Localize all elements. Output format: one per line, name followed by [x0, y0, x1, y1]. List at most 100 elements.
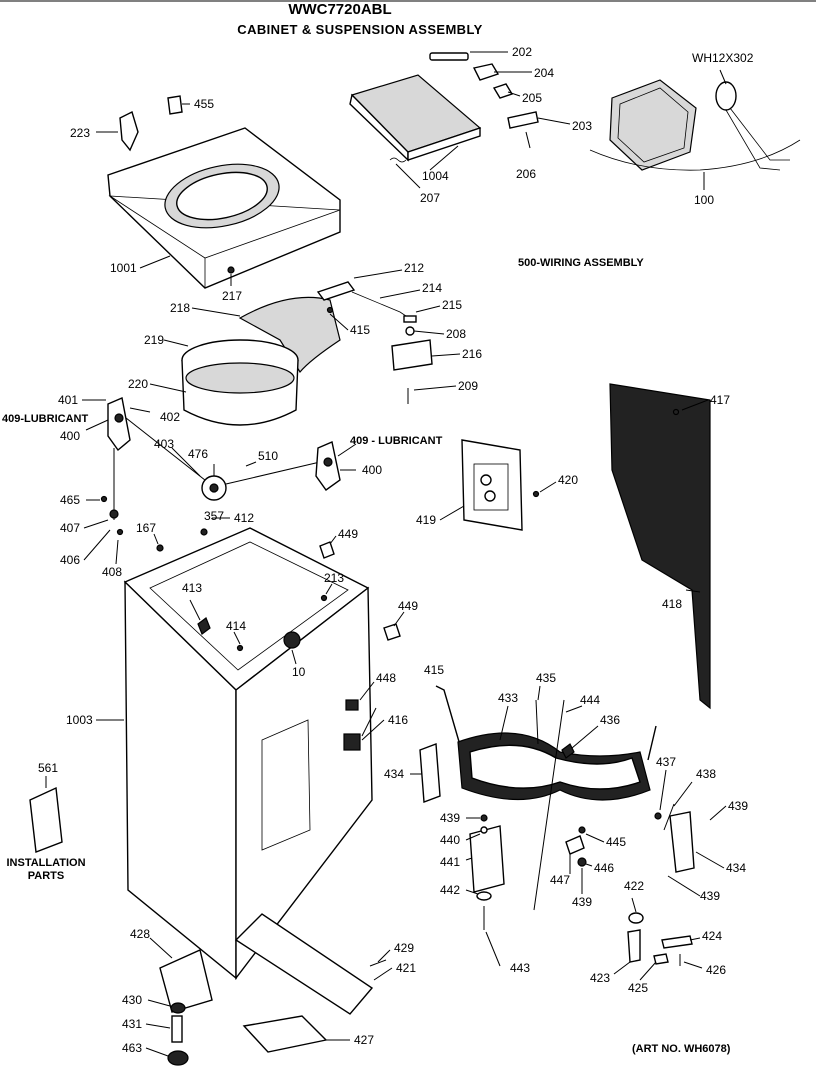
part-label: 207 [420, 191, 440, 205]
part-label: 439 [700, 889, 720, 903]
part-label: 206 [516, 167, 536, 181]
tub-cover-218 [238, 296, 341, 374]
part-label: 420 [558, 473, 578, 487]
part-label: 429 [394, 941, 414, 955]
part-label: 419 [416, 513, 436, 527]
bolt-435 [535, 699, 539, 745]
part-label: 465 [60, 493, 80, 507]
cabinet-top-1001 [107, 127, 341, 289]
part-label: 445 [606, 835, 626, 849]
part-label: 357 [204, 509, 224, 523]
part-label: 205 [522, 91, 542, 105]
lubricant-label-right: 409 - LUBRICANT [350, 435, 443, 447]
part-label: 424 [702, 929, 722, 943]
suspension-arm-left-400 [107, 397, 131, 452]
part-label: 217 [222, 289, 242, 303]
cable-right [225, 461, 321, 485]
part-label: 219 [144, 333, 164, 347]
wiring-assembly-note: 500-WIRING ASSEMBLY [518, 257, 644, 269]
part-label: 10 [292, 665, 306, 679]
part-label: 433 [498, 691, 518, 705]
plate-441 [469, 825, 505, 893]
washer-208 [405, 326, 415, 336]
part-label: 436 [600, 713, 620, 727]
part-label: 412 [234, 511, 254, 525]
part-label: 422 [624, 879, 644, 893]
part-label: 220 [128, 377, 148, 391]
screw-357 [200, 528, 208, 536]
clip-449-bottom [383, 623, 401, 641]
clip-448 [345, 699, 359, 711]
part-label: 406 [60, 553, 80, 567]
rod-214 [351, 291, 413, 321]
screw-408 [116, 528, 124, 536]
spring-438 [663, 803, 675, 831]
lid-1004 [349, 74, 482, 162]
part-label: 402 [160, 410, 180, 424]
part-label: 223 [70, 126, 90, 140]
bracket-447 [565, 835, 585, 855]
clip-465 [100, 495, 108, 503]
part-label: 435 [536, 671, 556, 685]
part-label: 209 [458, 379, 478, 393]
lid-switch-203 [507, 111, 539, 129]
rod-444 [533, 699, 565, 911]
part-label: 413 [182, 581, 202, 595]
nut-415 [326, 306, 334, 314]
part-label: 400 [60, 429, 80, 443]
screw-414 [236, 644, 244, 652]
clip-436 [561, 743, 575, 759]
part-label: 431 [122, 1017, 142, 1031]
installation-parts-label: PARTS [28, 870, 64, 882]
screw-213 [320, 594, 328, 602]
part-label: 441 [440, 855, 460, 869]
clip-455 [167, 95, 183, 115]
leg-bracket-434-right [669, 811, 695, 873]
base-plate-427 [242, 1015, 328, 1053]
part-label: 442 [440, 883, 460, 897]
part-label: 463 [122, 1041, 142, 1055]
installation-parts-label: INSTALLATION [6, 857, 85, 869]
part-label: 430 [122, 993, 142, 1007]
part-label: 400 [362, 463, 382, 477]
part-label: 446 [594, 861, 614, 875]
part-label: 444 [580, 693, 600, 707]
lubricant-label-left: 409-LUBRICANT [2, 413, 88, 425]
part-label: 216 [462, 347, 482, 361]
part-label: 416 [388, 713, 408, 727]
cabinet-1003 [123, 527, 373, 981]
washer-442 [476, 891, 492, 901]
part-label: 1003 [66, 713, 93, 727]
part-label: 448 [376, 671, 396, 685]
part-label: 476 [188, 447, 208, 461]
screw-217 [227, 266, 235, 274]
part-label: 408 [102, 565, 122, 579]
base-rail-421 [234, 913, 374, 1015]
part-label: 212 [404, 261, 424, 275]
part-label: 401 [58, 393, 78, 407]
screw-445 [578, 826, 586, 834]
part-label: 1001 [110, 261, 137, 275]
model-number: WWC7720ABL [288, 1, 391, 18]
pulley-hub [209, 483, 219, 493]
part-label: 414 [226, 619, 246, 633]
part-label: 418 [662, 597, 682, 611]
part-label: 437 [656, 755, 676, 769]
leg-bracket-434-left [419, 743, 441, 803]
cam-205 [492, 83, 514, 99]
nut-422 [628, 912, 644, 924]
switch-212 [316, 281, 356, 301]
part-label: 407 [60, 521, 80, 535]
hinge-223 [119, 111, 139, 152]
nut-430 [170, 1002, 186, 1014]
part-label: 100 [694, 193, 714, 207]
screw-417 [672, 408, 680, 416]
cable-403 [125, 417, 211, 485]
bracket-204 [472, 63, 500, 81]
part-label: 213 [324, 571, 344, 585]
part-label: 427 [354, 1033, 374, 1047]
part-label: 218 [170, 301, 190, 315]
art-number: (ART NO. WH6078) [632, 1043, 731, 1055]
rear-insulation-418 [609, 383, 711, 710]
pad-425 [653, 953, 669, 965]
